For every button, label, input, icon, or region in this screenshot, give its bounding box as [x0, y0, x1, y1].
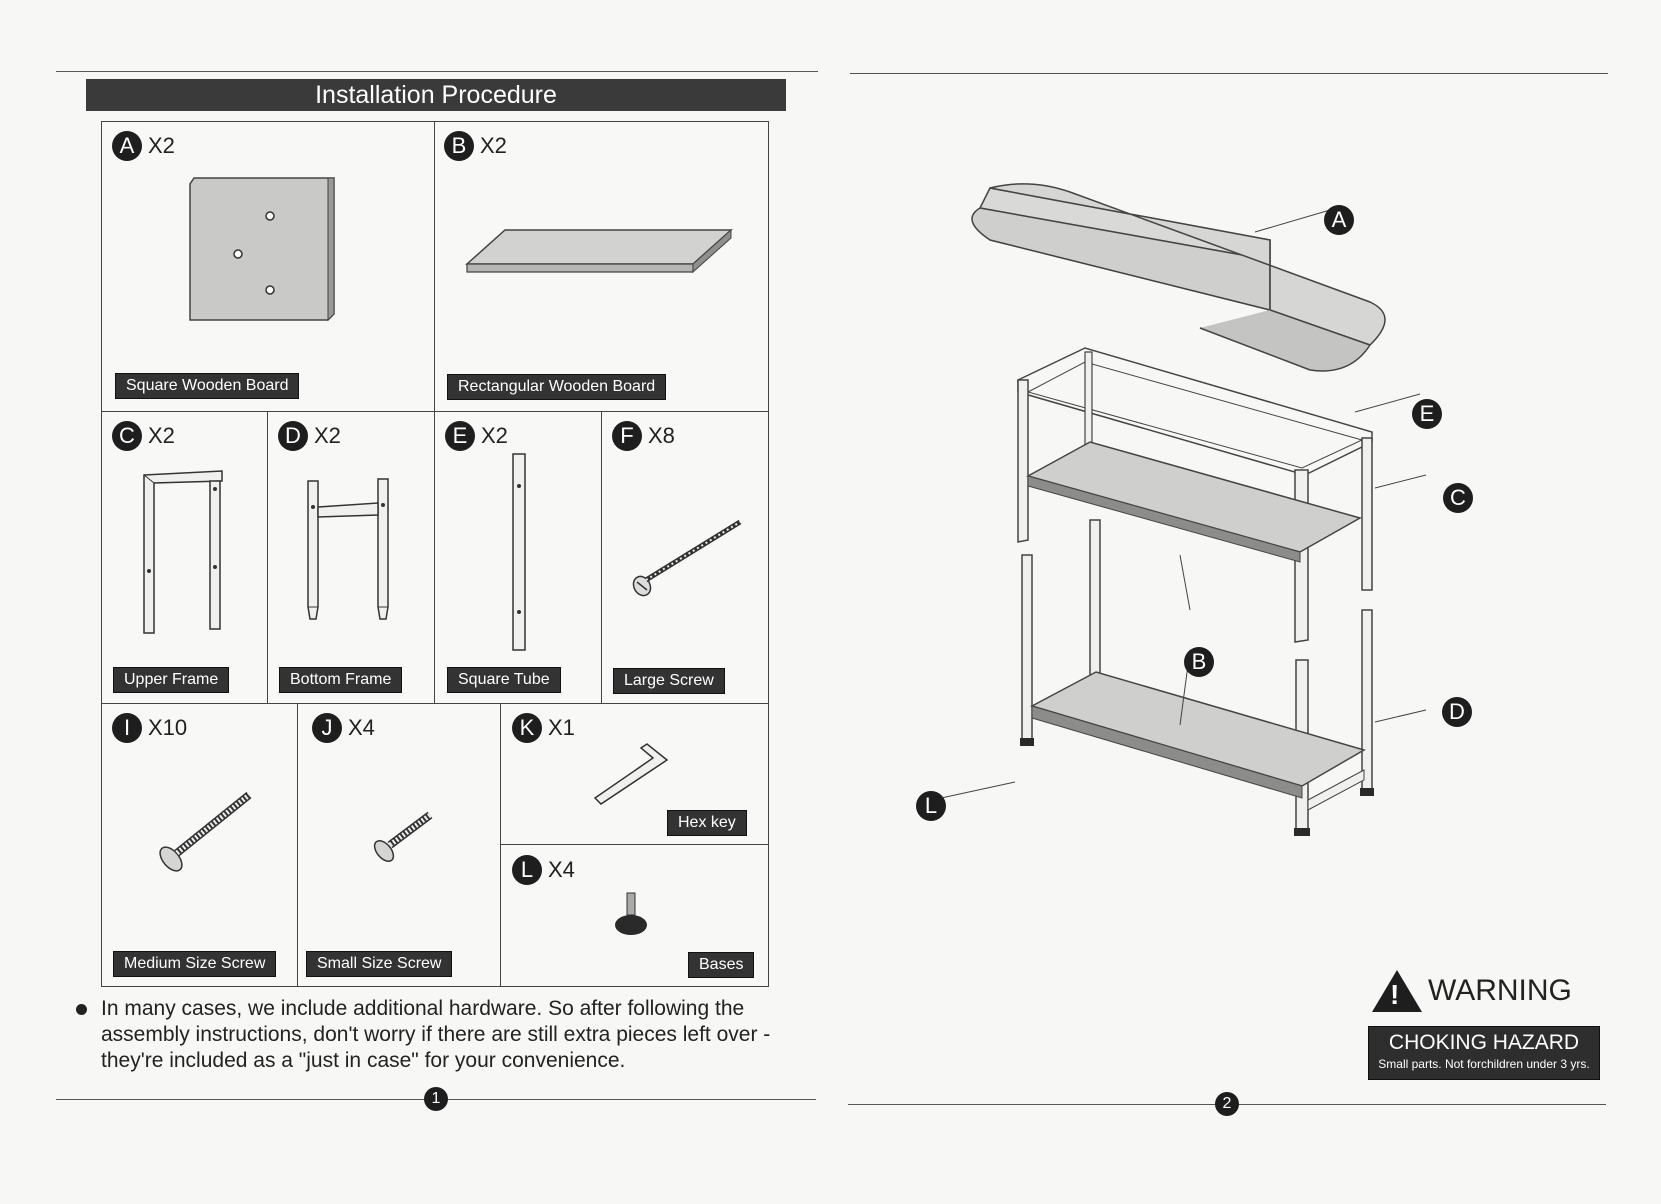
page1-top-rule	[56, 71, 818, 72]
callout-e: E	[1412, 399, 1442, 429]
rectangular-wooden-board-icon	[465, 228, 733, 274]
callout-b: B	[1184, 647, 1214, 677]
warning-triangle-icon	[1372, 970, 1422, 1012]
part-a-badge: A	[112, 131, 142, 161]
warning-heading: ! WARNING	[1368, 968, 1608, 1016]
callout-d: D	[1442, 697, 1472, 727]
part-j-badge: J	[312, 713, 342, 743]
callout-a: A	[1324, 205, 1354, 235]
part-cell-f: F X8 Large Screw	[601, 411, 769, 704]
square-tube-icon	[512, 453, 526, 651]
part-l-badge: L	[512, 855, 542, 885]
part-cell-d: D X2 Bottom Frame	[267, 411, 435, 704]
part-a-label: Square Wooden Board	[115, 373, 300, 399]
part-b-label: Rectangular Wooden Board	[447, 374, 667, 400]
part-cell-a: A X2 Square Wooden Board	[101, 121, 435, 412]
part-a-qty: X2	[148, 133, 175, 158]
hardware-note-text: In many cases, we include additional har…	[101, 997, 771, 1072]
part-d-badge: D	[278, 421, 308, 451]
part-cell-e: E X2 Square Tube	[434, 411, 602, 704]
hardware-note: In many cases, we include additional har…	[76, 996, 816, 1074]
choking-hazard-title: CHOKING HAZARD	[1388, 1031, 1580, 1054]
part-cell-j: J X4 Small Size Screw	[297, 703, 501, 987]
part-i-badge: I	[112, 713, 142, 743]
callout-l: L	[916, 791, 946, 821]
part-e-label: Square Tube	[447, 667, 561, 693]
medium-size-screw-icon	[159, 791, 252, 872]
page-number-1: 1	[424, 1087, 448, 1111]
page-number-2: 2	[1215, 1092, 1239, 1116]
part-cell-l: L X4 Bases	[500, 844, 769, 987]
part-cell-b: B X2 Rectangular Wooden Board	[434, 121, 769, 412]
part-i-label: Medium Size Screw	[113, 951, 277, 977]
page2-top-rule	[850, 73, 1608, 74]
installation-procedure-title: Installation Procedure	[86, 79, 786, 111]
base-foot-icon	[615, 892, 647, 935]
small-size-screw-icon	[373, 811, 433, 862]
callout-c: C	[1443, 483, 1473, 513]
warning-exclamation: !	[1390, 979, 1400, 1010]
part-k-badge: K	[512, 713, 542, 743]
note-bullet	[76, 1004, 87, 1015]
part-c-qty: X2	[148, 423, 175, 448]
hex-key-icon	[593, 743, 669, 805]
warning-text: WARNING	[1428, 974, 1572, 1007]
large-screw-icon	[632, 519, 742, 597]
part-l-label: Bases	[688, 952, 755, 978]
part-c-label: Upper Frame	[113, 667, 230, 693]
choking-hazard-subtext: Small parts. Not forchildren under 3 yrs…	[1378, 1057, 1590, 1071]
part-i-qty: X10	[148, 715, 188, 740]
part-cell-c: C X2 Upper Frame	[101, 411, 268, 704]
square-wooden-board-icon	[189, 177, 335, 322]
part-d-qty: X2	[314, 423, 341, 448]
parts-grid: A X2 Square Wooden Board B X2 Rectangula…	[101, 121, 769, 987]
part-k-qty: X1	[548, 715, 575, 740]
part-b-badge: B	[444, 131, 474, 161]
bottom-frame-icon	[307, 478, 389, 620]
part-f-label: Large Screw	[613, 668, 725, 694]
part-c-badge: C	[112, 421, 142, 451]
part-f-badge: F	[612, 421, 642, 451]
part-d-label: Bottom Frame	[279, 667, 403, 693]
part-b-qty: X2	[480, 133, 507, 158]
exploded-assembly-diagram	[931, 183, 1427, 836]
part-f-qty: X8	[648, 423, 675, 448]
part-cell-k: K X1 Hex key	[500, 703, 769, 845]
part-j-label: Small Size Screw	[306, 951, 453, 977]
part-k-label: Hex key	[667, 810, 747, 836]
part-e-qty: X2	[481, 423, 508, 448]
upper-frame-icon	[143, 470, 223, 634]
part-cell-i: I X10 Medium Size Screw	[101, 703, 298, 987]
part-l-qty: X4	[548, 857, 575, 882]
part-j-qty: X4	[348, 715, 375, 740]
choking-hazard-box: CHOKING HAZARD Small parts. Not forchild…	[1368, 1026, 1600, 1080]
part-e-badge: E	[445, 421, 475, 451]
